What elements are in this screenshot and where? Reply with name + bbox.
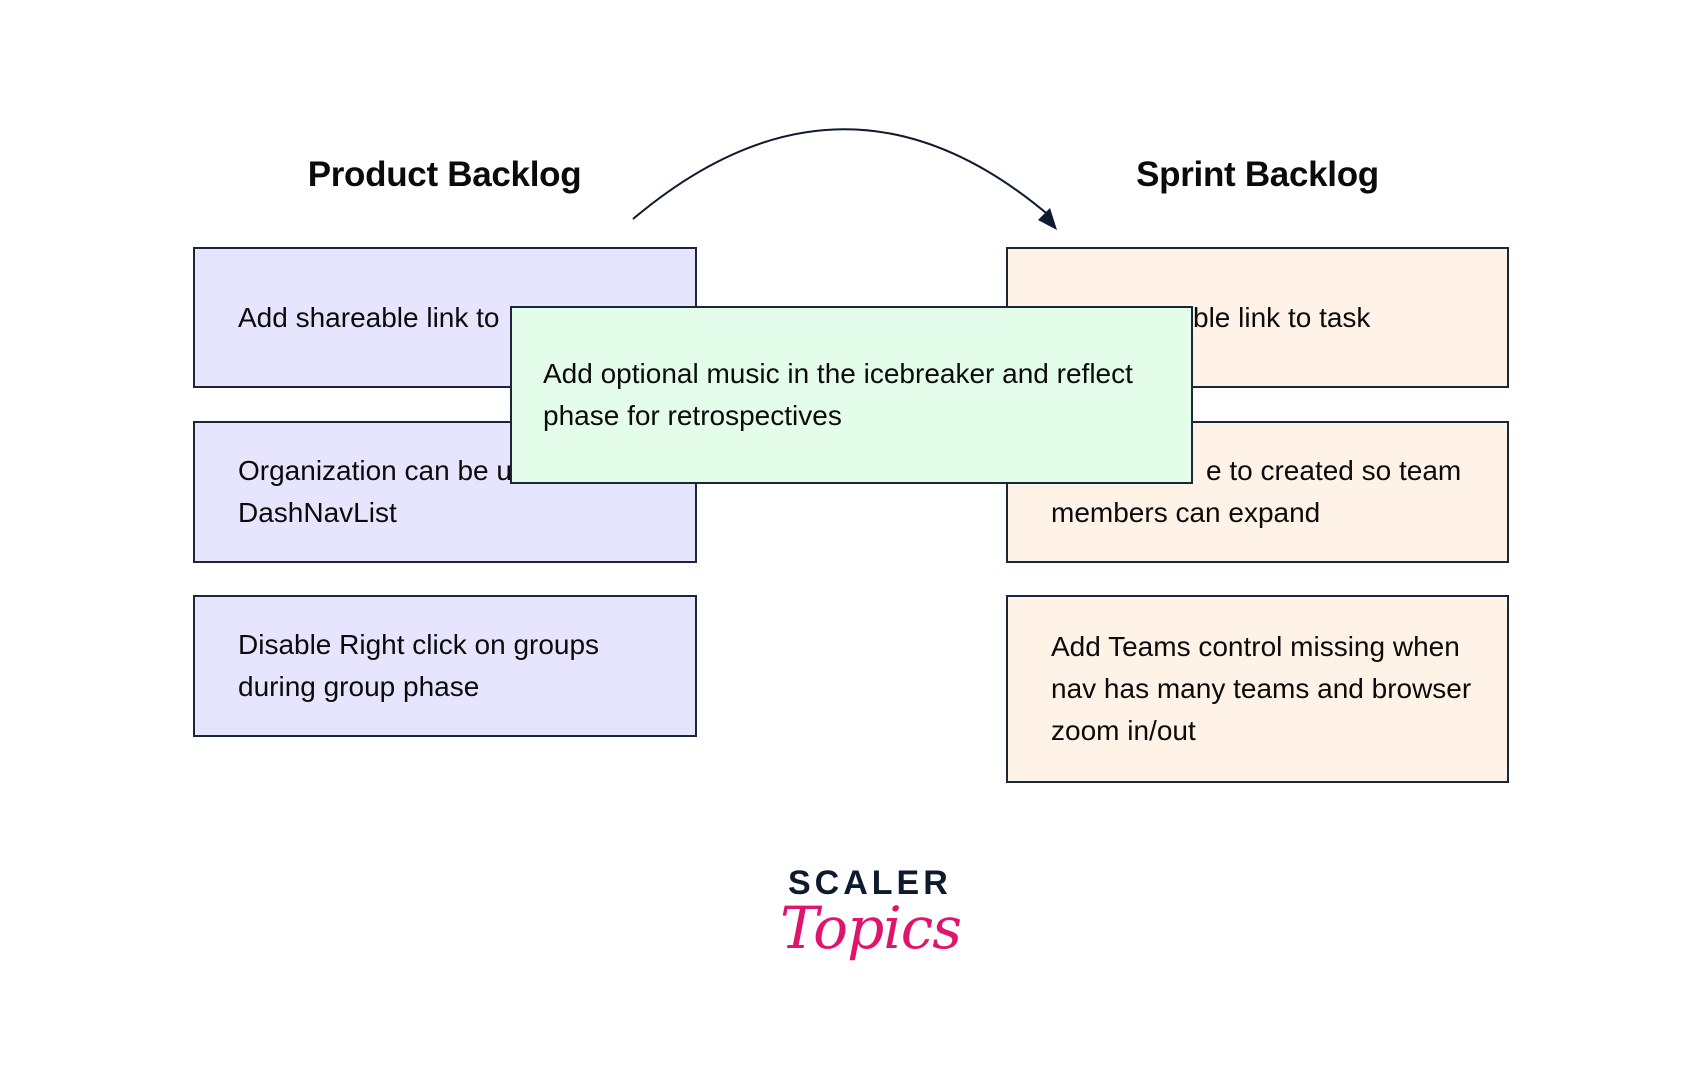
- product-backlog-title: Product Backlog: [307, 155, 582, 194]
- item-text: Add Teams control missing when nav has m…: [1051, 631, 1472, 746]
- logo-script-text: Topics: [780, 894, 962, 962]
- sprint-backlog-item: Add Teams control missing when nav has m…: [1006, 595, 1509, 783]
- item-text: DashNavList: [238, 497, 397, 528]
- logo-brand-text: SCALER: [788, 864, 952, 902]
- item-text: e to created so team: [1206, 455, 1462, 486]
- arrowhead-icon: [1038, 208, 1057, 230]
- item-text: Organization can be u: [238, 455, 512, 486]
- item-text: members can expand: [1051, 497, 1321, 528]
- product-backlog-item: Disable Right click on groups during gro…: [193, 595, 697, 737]
- item-text: Add shareable link to: [238, 301, 500, 333]
- scaler-topics-logo: SCALER Topics: [770, 864, 962, 999]
- sprint-backlog-title: Sprint Backlog: [1136, 155, 1379, 194]
- item-text: Add optional music in the icebreaker and…: [543, 358, 1133, 431]
- moving-backlog-item[interactable]: Add optional music in the icebreaker and…: [510, 306, 1193, 484]
- item-text: Disable Right click on groups during gro…: [238, 629, 600, 702]
- item-text: ble link to task: [1193, 301, 1371, 333]
